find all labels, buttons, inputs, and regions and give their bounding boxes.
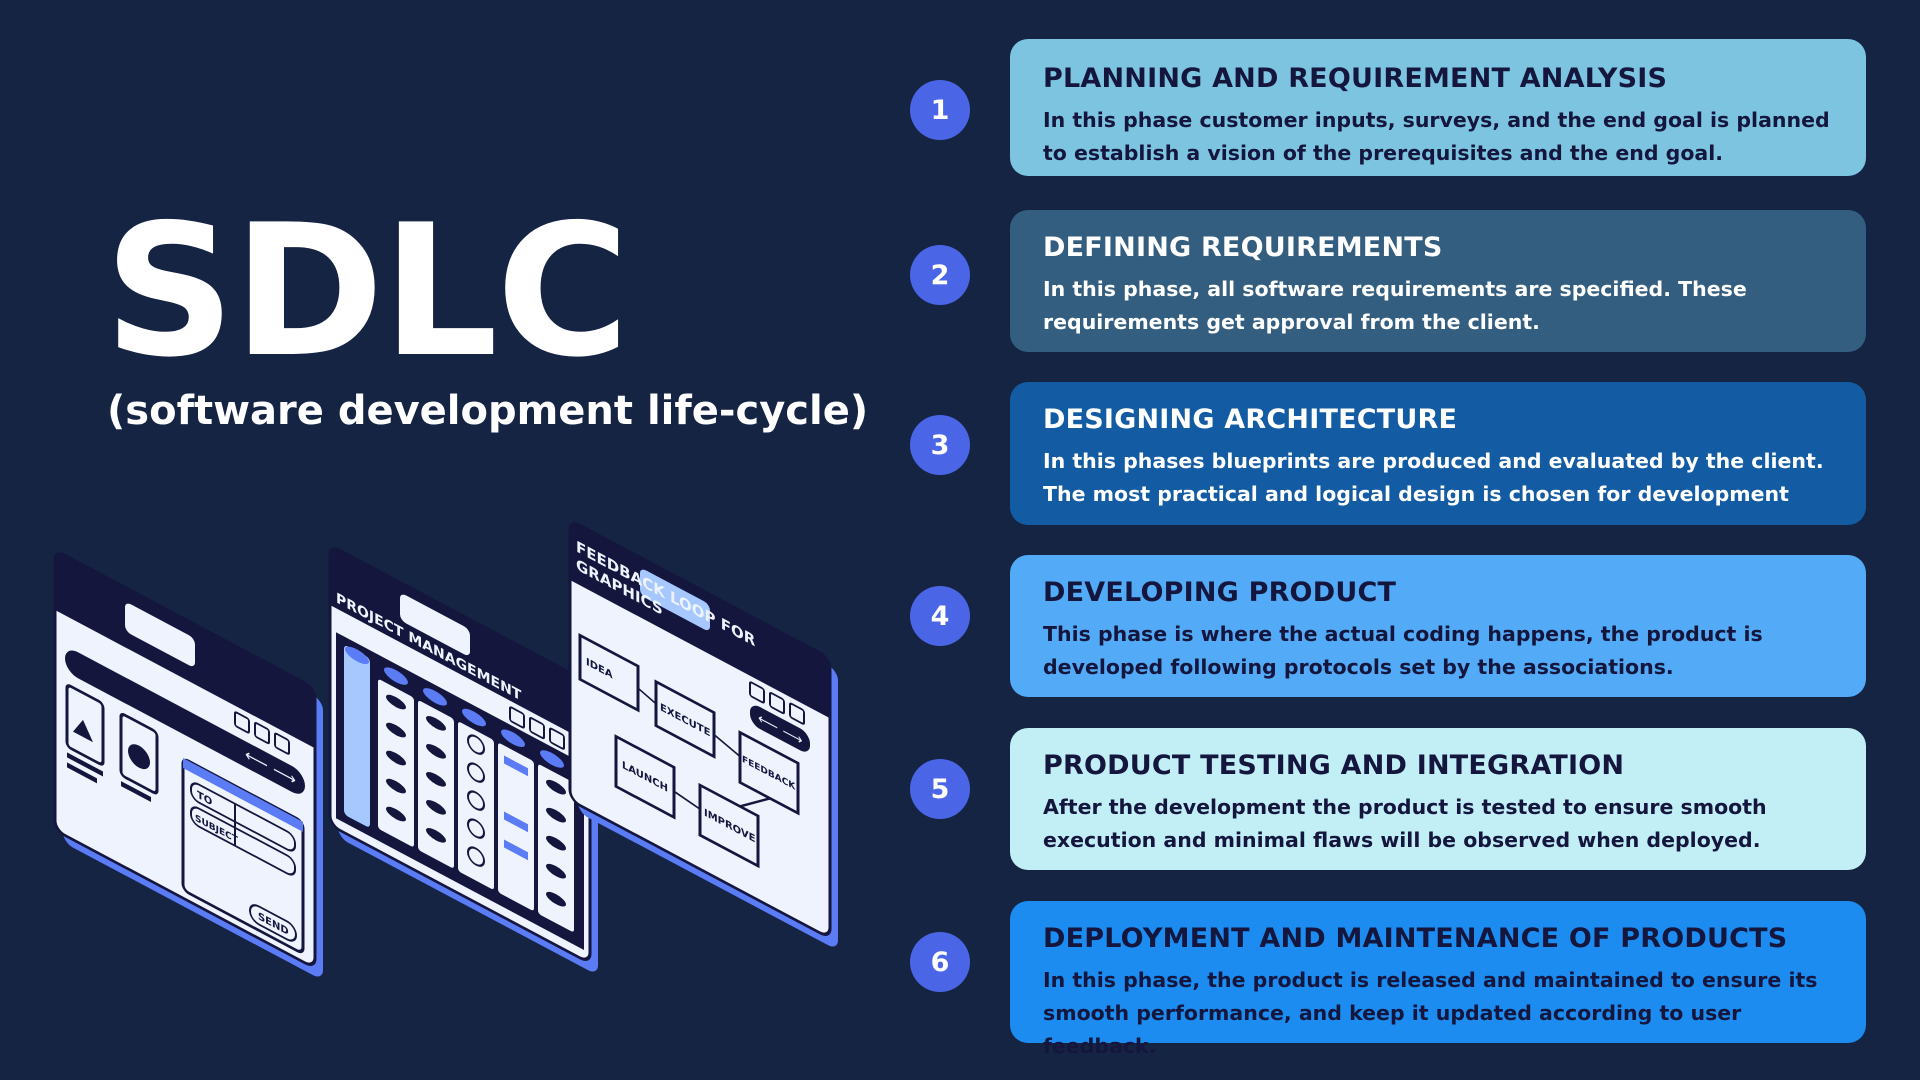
step-title: DEVELOPING PRODUCT [1043, 577, 1397, 608]
step-number-badge: 6 [910, 932, 970, 992]
step-description: This phase is where the actual coding ha… [1043, 622, 1763, 679]
step-title: DESIGNING ARCHITECTURE [1043, 404, 1458, 435]
step-title: PRODUCT TESTING AND INTEGRATION [1043, 750, 1625, 781]
email-window: ⟵ ⟶ TO SUBJECT SEND [53, 552, 323, 977]
step-description: In this phase, the product is released a… [1043, 968, 1818, 1058]
feedback-loop-window: FEEDBACK LOOP FOR GRAPHICS ⟵ ⟶ IDEA EXEC… [568, 522, 838, 947]
step-description: After the development the product is tes… [1043, 795, 1767, 852]
step-title: DEFINING REQUIREMENTS [1043, 232, 1443, 263]
step-card-planning: PLANNING AND REQUIREMENT ANALYSIS In thi… [1010, 39, 1866, 176]
step-number-badge: 1 [910, 80, 970, 140]
step-card-defining: DEFINING REQUIREMENTS In this phase, all… [1010, 210, 1866, 352]
page-title: SDLC [104, 185, 630, 397]
step-description: In this phases blueprints are produced a… [1043, 449, 1824, 506]
step-number-badge: 3 [910, 415, 970, 475]
step-card-testing: PRODUCT TESTING AND INTEGRATION After th… [1010, 728, 1866, 870]
step-description: In this phase, all software requirements… [1043, 277, 1747, 334]
step-number-badge: 4 [910, 586, 970, 646]
step-description: In this phase customer inputs, surveys, … [1043, 108, 1830, 165]
sdlc-illustration: ⟵ ⟶ TO SUBJECT SEND PROJECT MANAGEMENT [53, 522, 838, 977]
step-title: PLANNING AND REQUIREMENT ANALYSIS [1043, 63, 1668, 94]
step-number-badge: 5 [910, 759, 970, 819]
page-subtitle: (software development life-cycle) [107, 388, 869, 434]
step-card-designing: DESIGNING ARCHITECTURE In this phases bl… [1010, 382, 1866, 525]
step-title: DEPLOYMENT AND MAINTENANCE OF PRODUCTS [1043, 923, 1788, 954]
step-card-developing: DEVELOPING PRODUCT This phase is where t… [1010, 555, 1866, 697]
step-number-badge: 2 [910, 245, 970, 305]
step-card-deployment: DEPLOYMENT AND MAINTENANCE OF PRODUCTS I… [1010, 901, 1866, 1058]
project-management-window: PROJECT MANAGEMENT [328, 547, 598, 972]
